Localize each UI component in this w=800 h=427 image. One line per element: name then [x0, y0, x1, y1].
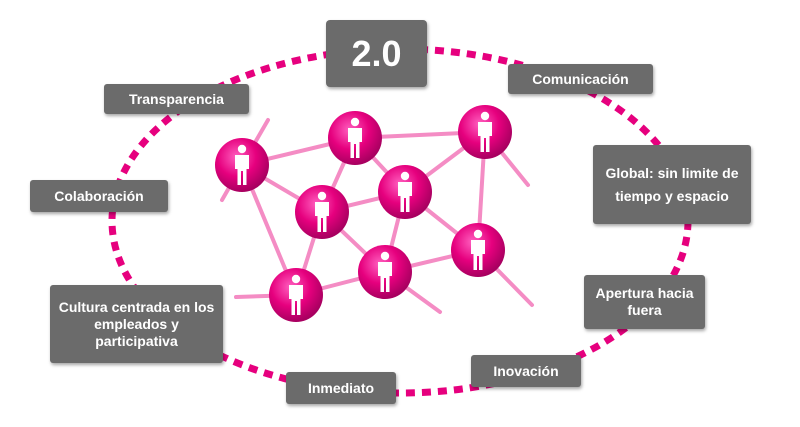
concept-label: Inmediato [307, 379, 375, 396]
center-label: 2.0 [351, 32, 402, 74]
concept-label: Inovación [493, 362, 559, 379]
person-node [451, 223, 505, 277]
person-icon [315, 191, 329, 232]
person-node [269, 268, 323, 322]
person-icon [348, 117, 362, 158]
person-node [328, 111, 382, 165]
concept-box-colaboracion: Colaboración [30, 180, 168, 212]
center-label-box: 2.0 [326, 20, 427, 87]
person-icon [478, 111, 492, 152]
concept-label: Apertura hacia fuera [595, 285, 694, 318]
concept-box-transparencia: Transparencia [104, 84, 249, 114]
concept-box-global: Global: sin limite de tiempo y espacio [593, 145, 751, 224]
person-icon [235, 144, 249, 185]
people-nodes [215, 105, 512, 322]
concept-label: Transparencia [129, 90, 224, 107]
concept-box-inovacion: Inovación [471, 355, 581, 387]
person-node [458, 105, 512, 159]
concept-box-inmediato: Inmediato [286, 372, 396, 404]
concept-label: Cultura centrada en los empleados y part… [58, 298, 215, 349]
person-node [295, 185, 349, 239]
concept-label: Global: sin limite de tiempo y espacio [605, 164, 739, 204]
concept-box-cultura: Cultura centrada en los empleados y part… [50, 285, 223, 363]
person-icon [378, 251, 392, 292]
concept-box-comunicacion: Comunicación [508, 64, 653, 94]
person-node [358, 245, 412, 299]
person-icon [289, 274, 303, 315]
person-node [378, 165, 432, 219]
person-icon [398, 171, 412, 212]
person-node [215, 138, 269, 192]
concept-label: Colaboración [54, 187, 144, 204]
concept-box-apertura: Apertura hacia fuera [584, 275, 705, 329]
person-icon [471, 229, 485, 270]
concept-label: Comunicación [532, 70, 629, 87]
